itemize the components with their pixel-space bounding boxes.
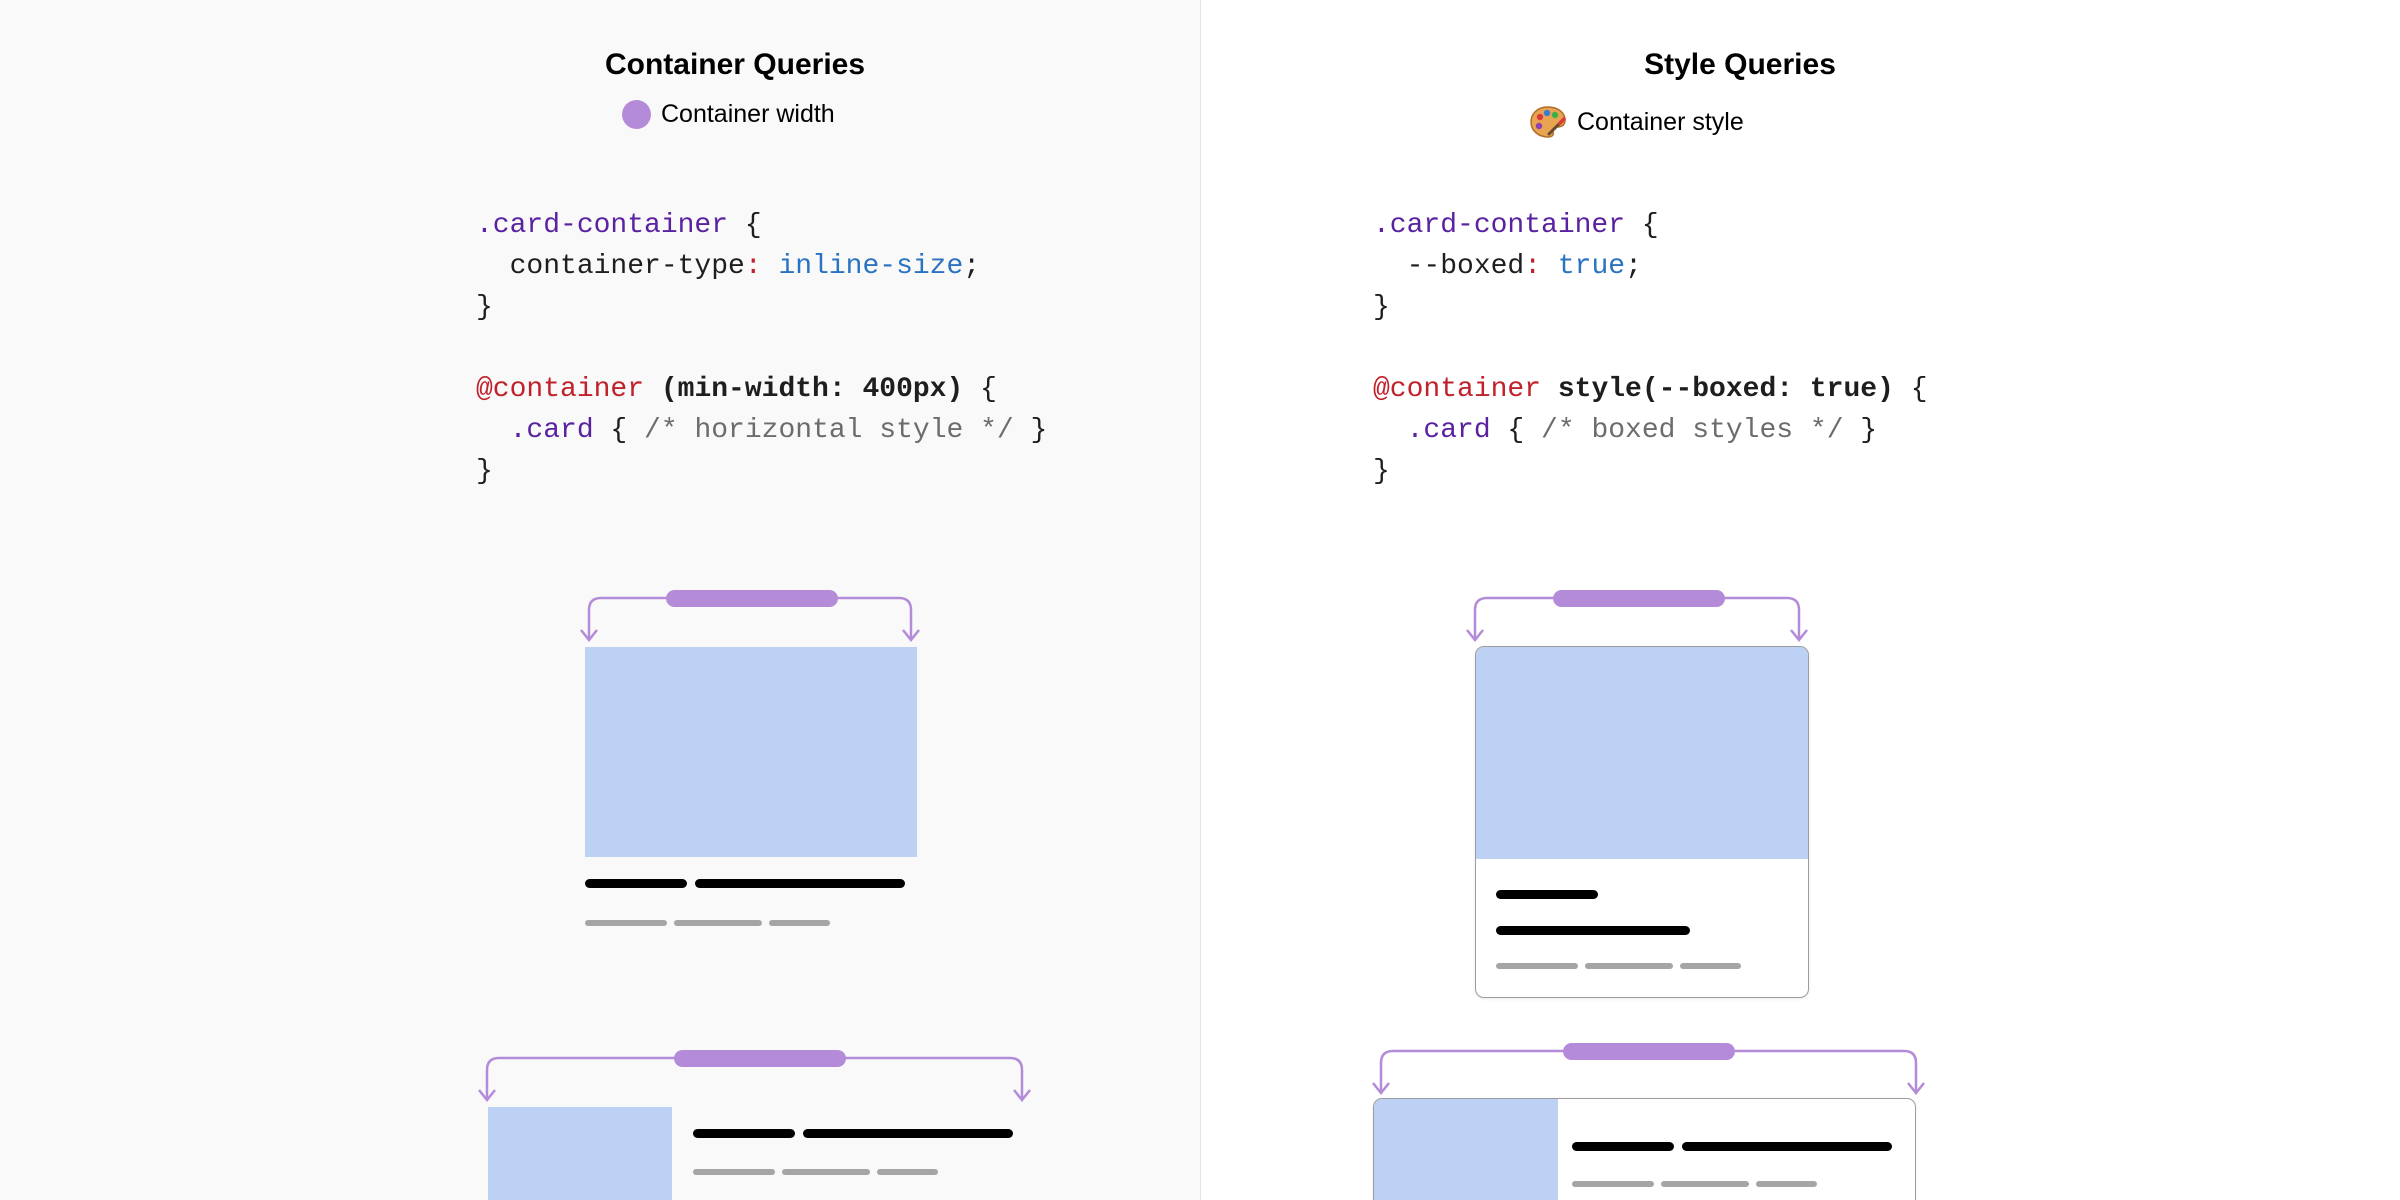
card-image-placeholder <box>1476 647 1808 859</box>
code-value: true <box>1541 251 1626 282</box>
card-image-placeholder <box>1374 1099 1558 1200</box>
card-title-bar <box>1496 926 1690 935</box>
code-selector: .card-container <box>476 210 729 241</box>
horizontal-card-illustration <box>488 1107 1018 1200</box>
code-condition: (min-width: 400px) <box>644 374 964 405</box>
card-meta-bar <box>1756 1181 1817 1187</box>
legend: Container width <box>622 100 835 129</box>
code-text: } <box>1013 415 1048 446</box>
card-meta-bar <box>674 920 762 926</box>
code-text: } <box>1373 292 1390 323</box>
code-text: } <box>1843 415 1878 446</box>
container-width-bracket <box>1466 590 1808 643</box>
code-value: inline-size <box>761 251 964 282</box>
code-property: container-type <box>476 251 745 282</box>
code-text: ; <box>963 251 981 282</box>
legend-label: Container width <box>661 100 835 128</box>
code-at-rule: @container <box>476 374 645 405</box>
card-title-bar <box>1496 890 1598 899</box>
code-text: } <box>476 292 493 323</box>
card-meta-bar <box>782 1169 870 1175</box>
boxed-vertical-card-illustration <box>1475 646 1809 998</box>
code-colon: : <box>1524 251 1542 282</box>
code-at-rule: @container <box>1373 374 1542 405</box>
panel-title: Container Queries <box>604 48 866 81</box>
panel-divider <box>1200 0 1201 1200</box>
code-block: .card-container { --boxed: true; } @cont… <box>1373 205 1928 492</box>
card-meta-bar <box>1496 963 1578 969</box>
code-text: } <box>476 456 493 487</box>
legend: Container style <box>1529 104 1744 140</box>
card-meta-bar <box>877 1169 938 1175</box>
card-meta-bar <box>1585 963 1673 969</box>
code-text: { <box>593 415 645 446</box>
code-selector: .card <box>1406 415 1491 446</box>
container-width-bracket <box>1372 1043 1925 1096</box>
boxed-horizontal-card-illustration <box>1373 1098 1916 1200</box>
card-title-bar <box>693 1129 795 1138</box>
code-indent <box>476 415 510 446</box>
card-meta-bar <box>1661 1181 1749 1187</box>
card-title-bar <box>695 879 905 888</box>
vertical-card-illustration <box>585 647 917 927</box>
code-property: --boxed <box>1373 251 1525 282</box>
card-meta-bar <box>1572 1181 1654 1187</box>
code-text: { <box>728 210 762 241</box>
card-image-placeholder <box>585 647 917 857</box>
code-text: } <box>1373 456 1390 487</box>
code-colon: : <box>744 251 762 282</box>
card-title-bar <box>1682 1142 1892 1151</box>
code-text: ; <box>1625 251 1642 282</box>
code-text: { <box>1625 210 1659 241</box>
container-width-bracket <box>478 1050 1031 1103</box>
panel-title: Style Queries <box>1644 48 1836 81</box>
container-width-bracket <box>580 590 920 643</box>
card-meta-bar <box>1680 963 1741 969</box>
code-selector: .card-container <box>1373 210 1626 241</box>
code-comment: /* horizontal style */ <box>644 415 1014 446</box>
card-image-placeholder <box>488 1107 672 1200</box>
code-block: .card-container { container-type: inline… <box>476 205 1047 492</box>
card-meta-bar <box>769 920 830 926</box>
code-text: { <box>1893 374 1928 405</box>
card-title-bar <box>585 879 687 888</box>
card-title-bar <box>1572 1142 1674 1151</box>
purple-circle-icon <box>622 100 651 129</box>
palette-icon <box>1530 106 1566 138</box>
code-condition: style(--boxed: true) <box>1541 374 1894 405</box>
code-selector: .card <box>509 415 594 446</box>
code-text: { <box>963 374 997 405</box>
legend-label: Container style <box>1577 107 1744 136</box>
card-meta-bar <box>585 920 667 926</box>
style-queries-panel: Style Queries Container style .card-cont… <box>1201 0 2400 1200</box>
container-queries-panel: Container Queries Container width .card-… <box>476 48 1048 1200</box>
code-text: { <box>1490 415 1542 446</box>
card-title-bar <box>803 1129 1013 1138</box>
code-comment: /* boxed styles */ <box>1541 415 1844 446</box>
code-indent <box>1373 415 1407 446</box>
card-meta-bar <box>693 1169 775 1175</box>
